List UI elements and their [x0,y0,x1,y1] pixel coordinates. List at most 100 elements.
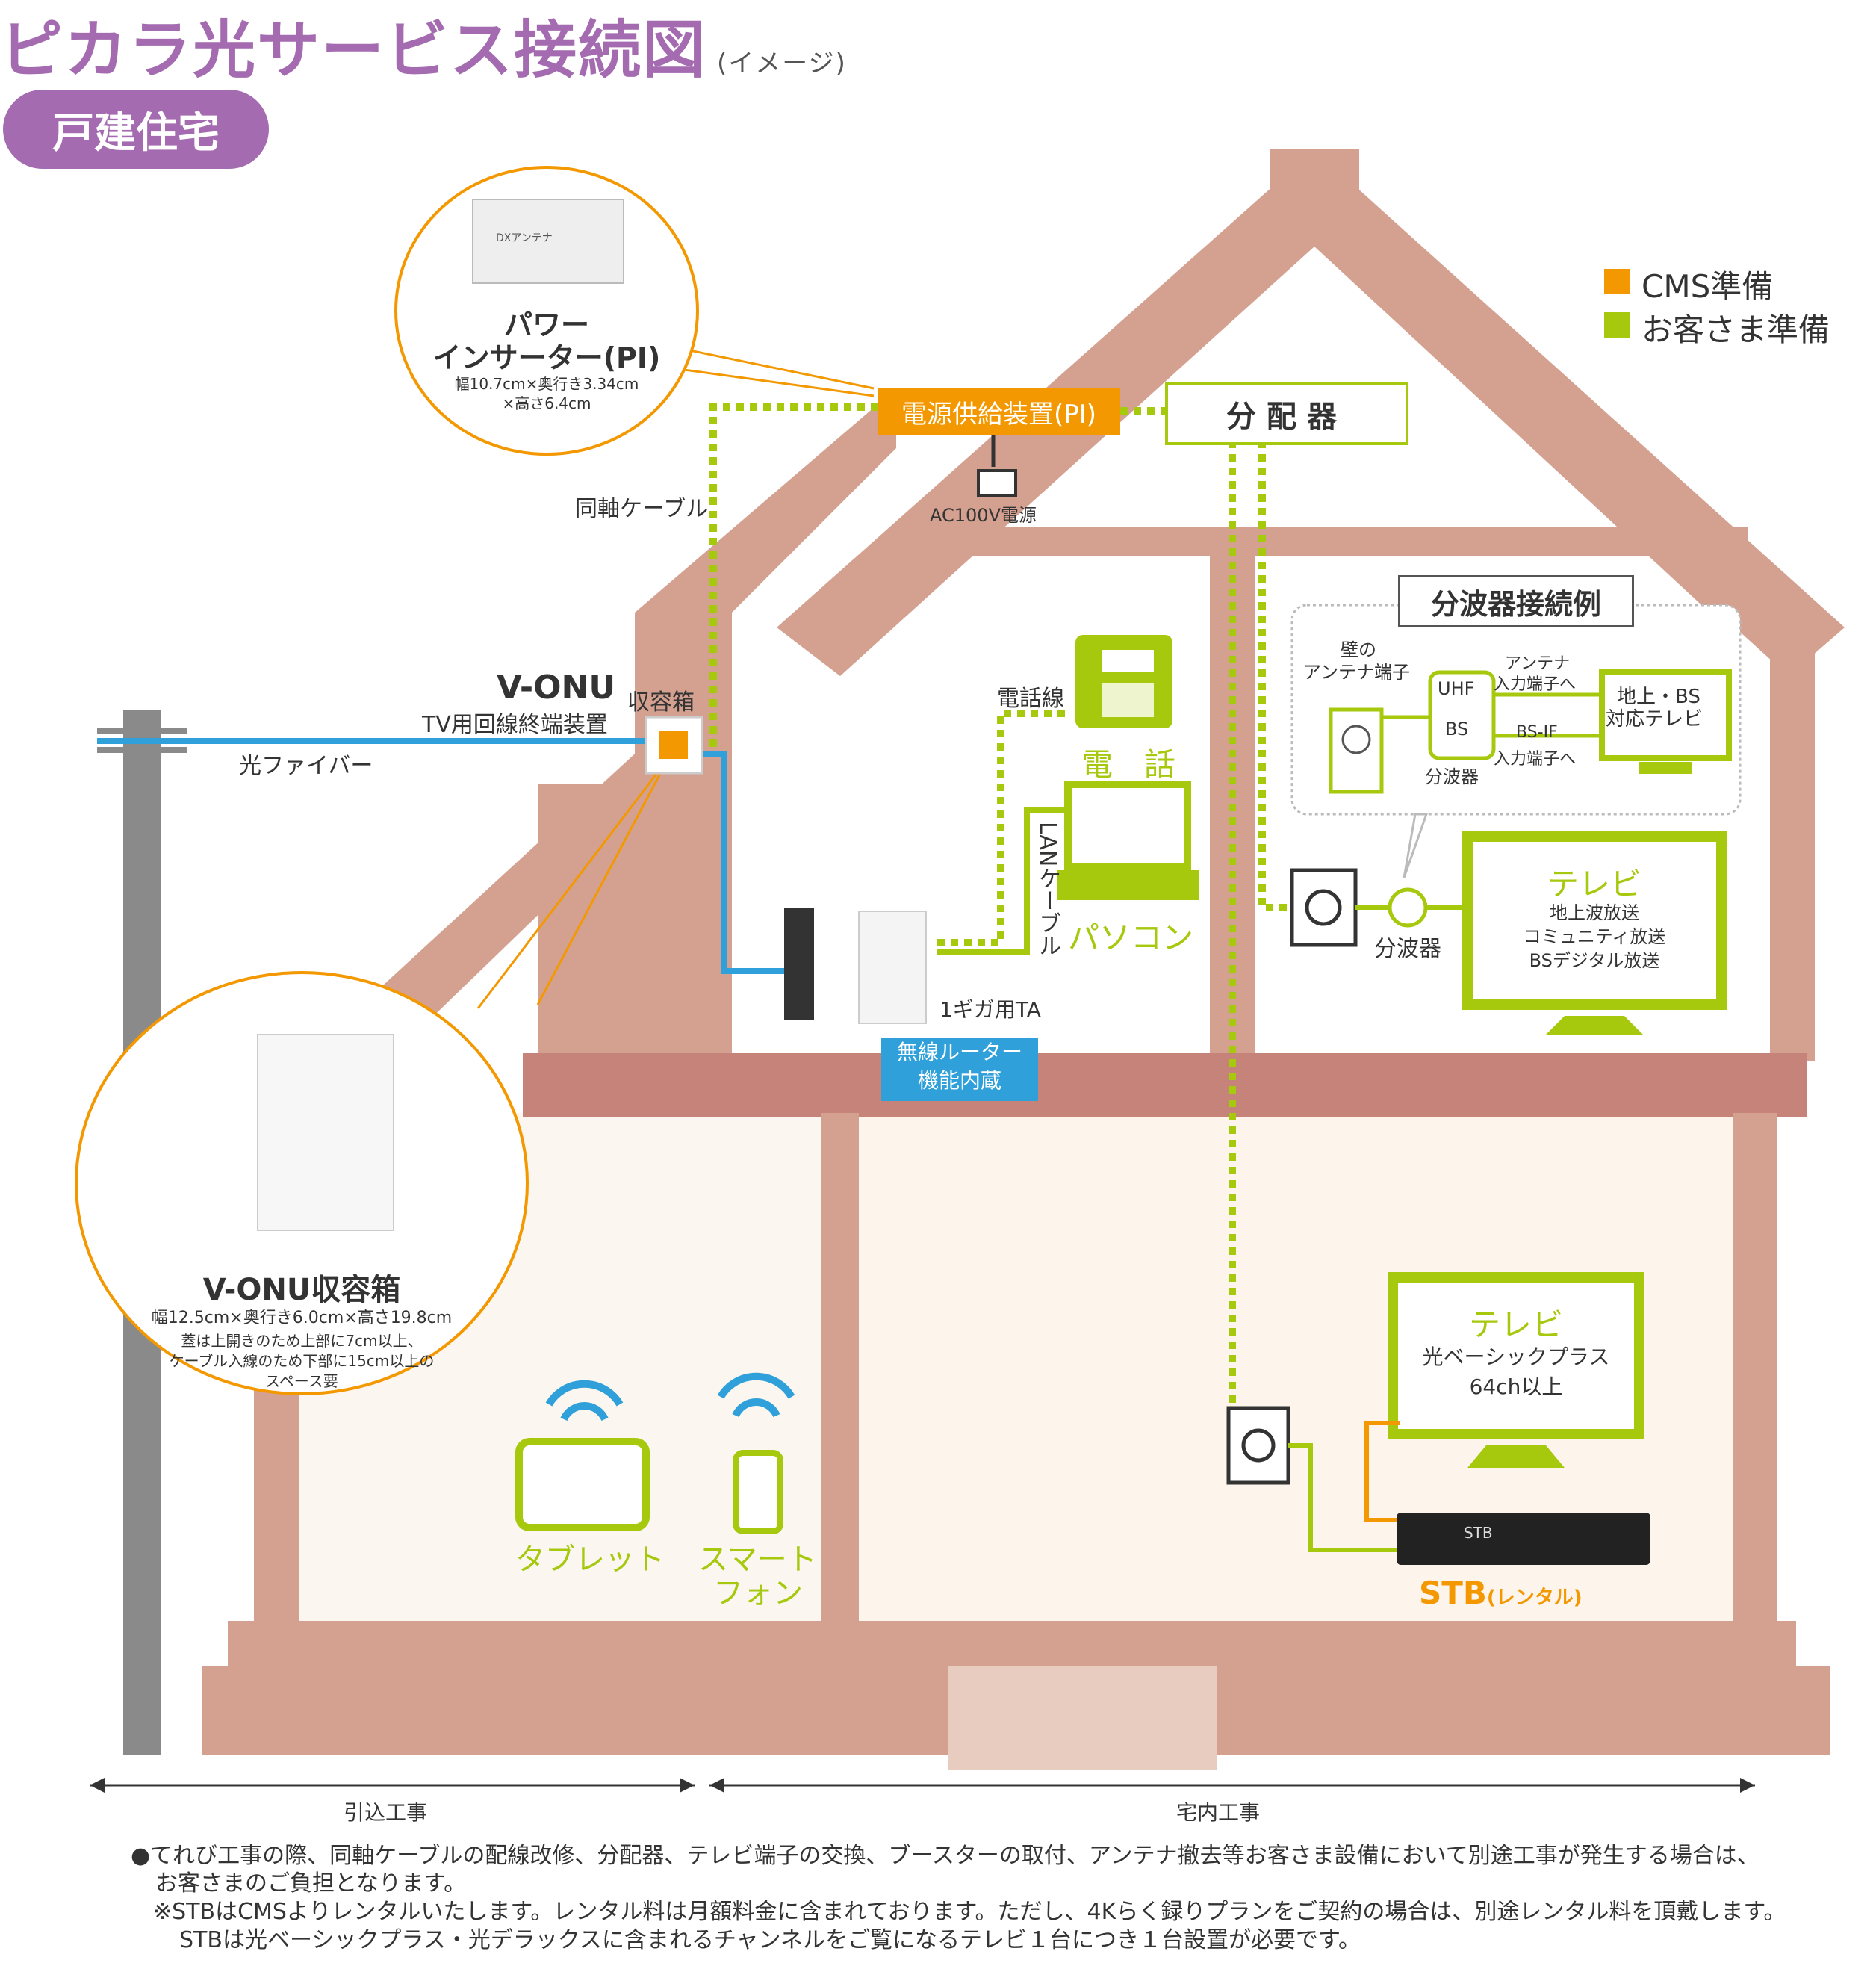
antenna-in-line1: アンテナ [1505,654,1571,673]
lower-wall-outlet [1226,1406,1290,1485]
ac-outlet-icon [977,469,1017,497]
upper-tv-line3: BSデジタル放送 [1529,950,1660,971]
lower-tv-title: テレビ [1468,1306,1563,1343]
phone-line [937,710,1068,946]
device-brand-text: DXアンテナ [496,232,553,244]
lan-line [937,807,1068,955]
lan-cable-label: LANケーブル [1034,822,1060,957]
legend-cms-swatch [1604,269,1630,294]
stb-device [1397,1513,1650,1565]
vonu-box-name: V-ONU収容箱 [202,1273,401,1307]
vonu-box-callout: V-ONU収容箱 幅12.5cm×奥行き6.0cm×高さ19.8cm 蓋は上開き… [75,971,529,1395]
stb-device-label: STB [1464,1524,1493,1542]
vonu-box-dims: 幅12.5cm×奥行き6.0cm×高さ19.8cm [151,1309,453,1327]
router-device [858,911,927,1024]
foundation-top [228,1621,1796,1666]
lower-roof-fill [538,784,642,1068]
pi-name-line2: インサーター(PI) [432,341,661,374]
distributor-to-upper-tv-line [1258,441,1288,911]
lower-tv-line2: 64ch以上 [1469,1374,1563,1399]
vonu-box-label: 収容箱 [627,689,695,716]
upper-tv-line2: コミュニティ放送 [1523,926,1666,947]
ta-label: 1ギガ用TA [939,997,1041,1022]
vonu-box-note1: 蓋は上開きのため上部に7cm以上、 [181,1332,423,1350]
upper-tv-line1: 地上波放送 [1550,902,1639,923]
pi-dims-line1: 幅10.7cm×奥行き3.34cm [454,375,639,393]
vonu-box-note3: スペース要 [265,1372,338,1390]
upper-splitter-label: 分波器 [1374,936,1441,962]
stb-main: STB [1419,1575,1487,1611]
entrance-steps [948,1666,1217,1770]
legend-customer: お客さま準備 [1642,311,1830,348]
optical-fiber-label: 光ファイバー [239,753,373,779]
upper-left-wall [635,613,732,1061]
pi-dims-line2: ×高さ6.4cm [502,394,591,412]
vonu-label: V-ONU [497,669,616,707]
wireless-line1: 無線ルーター [896,1040,1022,1064]
wall-terminal-line1: 壁の [1341,639,1376,660]
tablet-icon [515,1438,650,1531]
upper-splitter-icon [1388,887,1428,928]
housing-type-badge: 戸建住宅 [3,90,269,169]
vonu-box-photo [257,1034,394,1231]
smartphone-wifi-icon [717,1372,795,1399]
floor-band [523,1053,1807,1117]
footnote-line2: お客さまのご負担となります。 [155,1870,467,1897]
lower-mid-wall [821,1113,859,1636]
lead-in-work-label: 引込工事 [344,1800,428,1825]
lower-tv-line1: 光ベーシックプラス [1422,1345,1610,1369]
indoor-work-label: 宅内工事 [1176,1800,1261,1825]
phone-icon [1075,635,1172,728]
pc-icon [1057,781,1199,900]
bsif-line2: 入力端子へ [1494,750,1577,769]
example-tv-icon [1599,669,1732,761]
upper-wall-outlet [1290,868,1358,947]
tablet-label: タブレット [515,1542,665,1577]
tablet-wifi-icon [545,1380,624,1407]
coax-cable-label: 同軸ケーブル [575,496,709,522]
power-supply-box: 電源供給装置(PI) [878,388,1120,435]
smartphone-label-line1: スマート [698,1542,817,1577]
footnote-line3: ※STBはCMSよりレンタルいたします。レンタル料は月額料金に含まれております。… [153,1899,1786,1925]
footnote-line1: ●てれび工事の際、同軸ケーブルの配線改修、分配器、テレビ端子の交換、ブースターの… [131,1843,1759,1869]
coax-to-pi-line [709,403,878,747]
title-note: (イメージ) [717,49,847,78]
legend-customer-swatch [1604,312,1630,338]
power-inserter-callout: DXアンテナ パワー インサーター(PI) 幅10.7cm×奥行き3.34cm … [394,166,699,456]
example-tv-line2: 対応テレビ [1606,708,1703,731]
example-tv-line1: 地上・BS [1617,686,1700,708]
upper-right-wall [1770,620,1815,1061]
wireless-line2: 機能内蔵 [917,1068,1001,1093]
wireless-router-badge: 無線ルーター 機能内蔵 [881,1038,1038,1101]
pc-label: パソコン [1068,920,1194,956]
smartphone-icon [733,1450,783,1534]
wall-terminal-line2: アンテナ端子 [1303,662,1411,683]
upper-tv-icon [1462,831,1727,1010]
bs-label: BS [1445,719,1469,740]
vonu-box-note2: ケーブル入線のため下部に15cm以上の [169,1352,435,1370]
stb-label: STB(レンタル) [1419,1575,1583,1611]
roof-peak [1270,149,1359,194]
vonu-desc-label: TV用回線終端装置 [422,712,608,738]
phone-line-label: 電話線 [997,686,1064,712]
splitter-example-title: 分波器接続例 [1398,575,1634,627]
vonu-to-ta-line [698,751,788,974]
power-inserter-photo: DXアンテナ [472,199,624,284]
lower-tv-icon [1388,1272,1644,1439]
ta-device [784,908,814,1020]
ac-power-label: AC100V電源 [930,505,1037,526]
lower-right-wall [1733,1113,1777,1636]
legend-cms: CMS準備 [1642,268,1774,305]
attic-floor [889,527,1748,556]
example-splitter-label: 分波器 [1425,766,1479,787]
smartphone-label-line2: フォン [713,1576,803,1610]
phone-label: 電 話 [1081,746,1176,783]
left-gable [635,388,896,613]
stb-sub: (レンタル) [1486,1587,1583,1609]
antenna-in-line2: 入力端子へ [1494,675,1577,694]
distributor-box: 分配器 [1165,382,1408,445]
uhf-label: UHF [1438,678,1475,699]
bsif-line1: BS-IF [1516,723,1558,742]
upper-tv-title: テレビ [1547,866,1642,902]
